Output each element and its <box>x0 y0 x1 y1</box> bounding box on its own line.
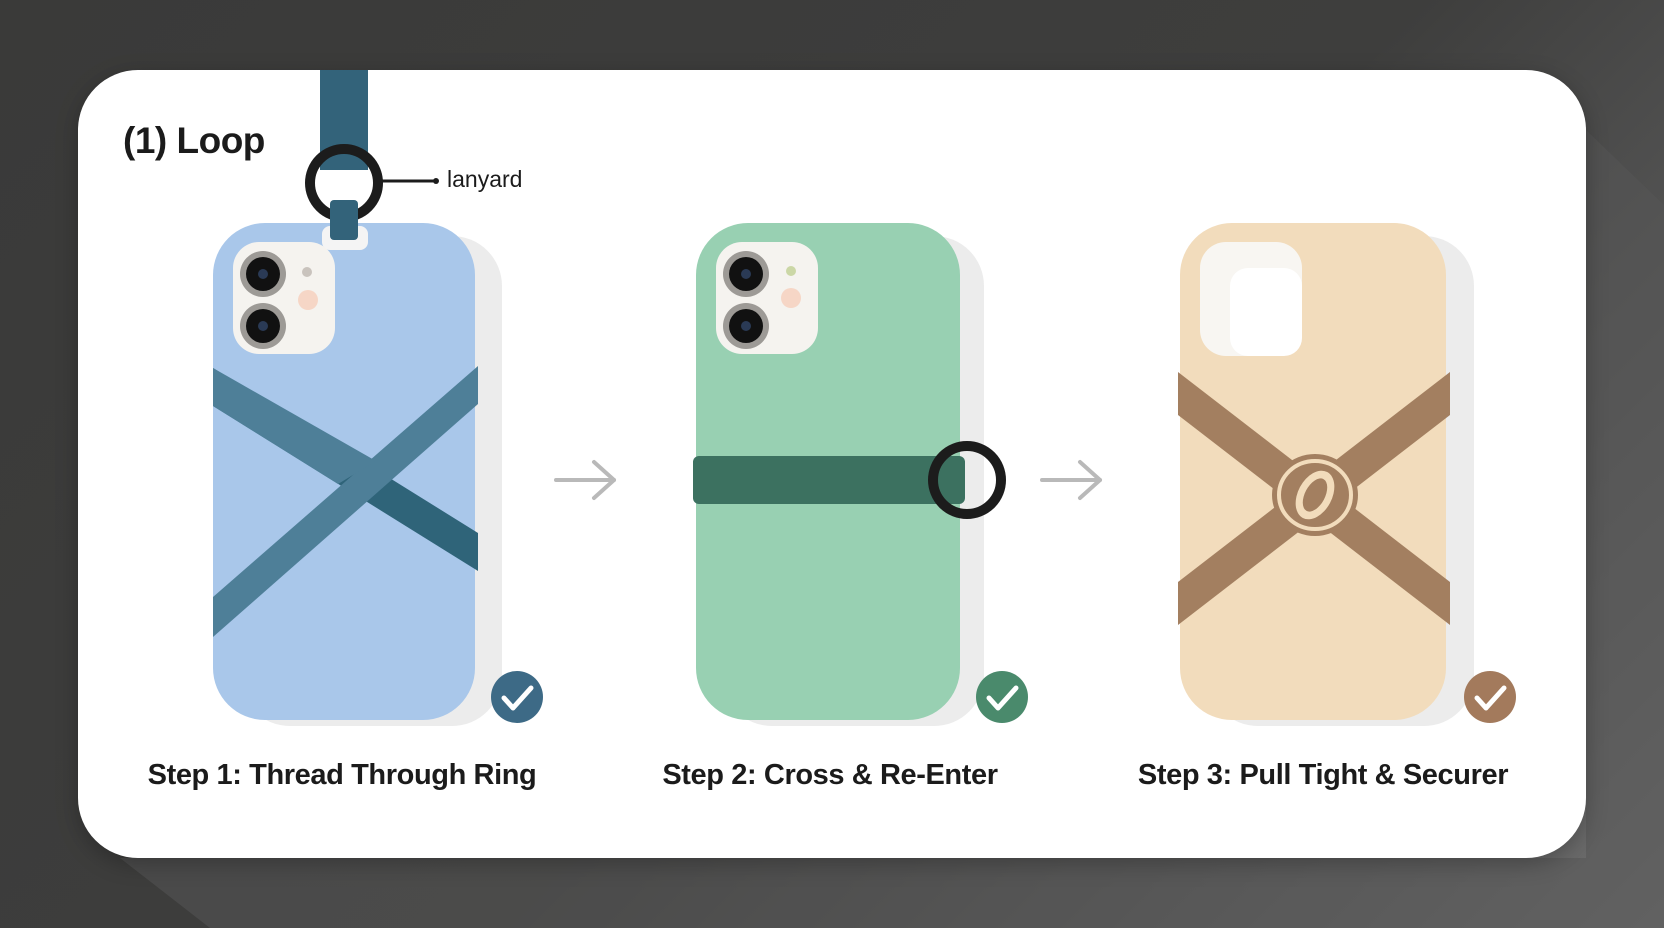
microphone-icon <box>786 266 796 276</box>
microphone-icon <box>302 267 312 277</box>
phone-step-3 <box>1178 223 1474 726</box>
lanyard <box>305 70 439 240</box>
check-icon <box>501 685 534 711</box>
arrow-right-icon <box>1040 460 1102 500</box>
strap <box>693 456 965 504</box>
ring-icon <box>928 441 1006 519</box>
step-2-label: Step 2: Cross & Re-Enter <box>662 759 998 791</box>
strap <box>213 366 478 637</box>
check-badge-step-2 <box>976 671 1028 723</box>
arrow-right-icon <box>554 460 616 500</box>
check-icon <box>1474 685 1507 711</box>
phone-step-2 <box>693 223 1006 726</box>
lanyard-callout-label: lanyard <box>447 166 523 192</box>
flash-icon <box>781 288 801 308</box>
step-3-label: Step 3: Pull Tight & Securer <box>1137 759 1509 791</box>
flash-icon <box>298 290 318 310</box>
phone-step-1 <box>213 223 502 726</box>
check-badge-step-3 <box>1464 671 1516 723</box>
strap <box>213 368 376 484</box>
check-icon <box>986 685 1019 711</box>
page-title: (1) Loop <box>123 120 265 161</box>
step-1-label: Step 1: Thread Through Ring <box>147 759 537 791</box>
lanyard-clip <box>330 200 358 240</box>
check-badge-step-1 <box>491 671 543 723</box>
